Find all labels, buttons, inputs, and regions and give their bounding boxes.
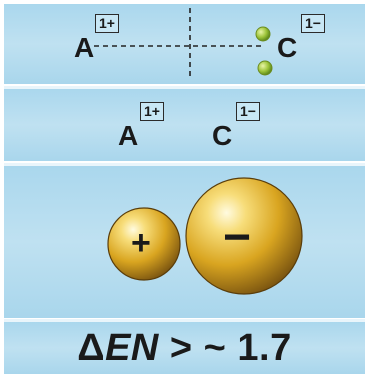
cation-charge-label: 1+: [95, 14, 119, 33]
dashed-guides: [94, 8, 262, 80]
formula-threshold: > ~ 1.7: [158, 326, 292, 369]
electron-top: [255, 26, 271, 42]
panel-ionic-spheres: [4, 166, 365, 318]
panel-formula: [4, 322, 365, 374]
anion-symbol: C: [277, 32, 298, 63]
anion-sign: −: [223, 211, 252, 264]
electron-dots: [255, 26, 273, 76]
divider-3: [4, 319, 365, 322]
ion-anion-symbol: C: [212, 120, 233, 151]
cation-sphere: [107, 207, 181, 281]
anion-sphere: [185, 177, 303, 295]
cation-sign: +: [131, 224, 151, 262]
anion-charge-label: 1−: [301, 14, 325, 33]
divider-2: [4, 163, 365, 166]
ion-spheres: [107, 177, 303, 295]
electron-bottom: [257, 60, 273, 76]
electronegativity-formula: Δ EN > ~ 1.7: [4, 322, 365, 374]
delta-symbol: Δ: [77, 326, 106, 369]
cation-symbol: A: [74, 32, 95, 63]
ion-cation-charge: 1+: [140, 102, 164, 121]
panel-separated-ions: [4, 89, 365, 161]
divider-1: [4, 86, 365, 89]
ion-anion-charge: 1−: [236, 102, 260, 121]
en-label: EN: [105, 326, 159, 369]
ion-cation-symbol: A: [118, 120, 139, 151]
